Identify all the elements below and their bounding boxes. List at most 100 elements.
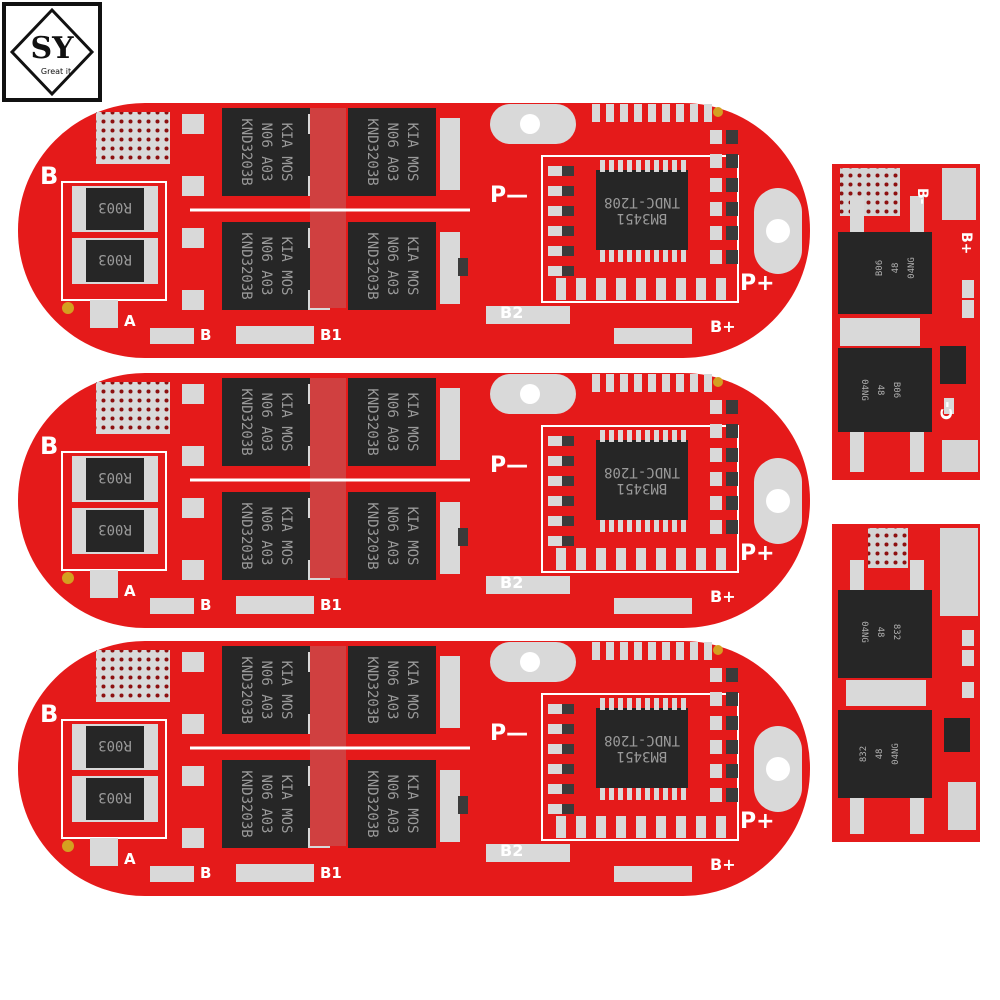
mosfet-chip [348,646,436,734]
mosfet-chip [222,222,310,310]
shunt-resistor [86,188,144,230]
label-b: B [40,700,58,728]
mosfet-marking: 48 [875,385,885,396]
mosfet-marking: B06 [875,260,885,276]
label-a: A [124,850,136,868]
mosfet-marking: 48 [891,263,901,274]
label-p-minus: P— [490,183,528,208]
mosfet-marking: KND3203B [238,388,254,455]
small-board-lower: 832 48 04NG 832 48 04NG [832,524,980,842]
mosfet-marking: KND3203B [364,388,380,455]
mosfet-marking: KND3203B [364,770,380,837]
protection-ic [596,440,688,520]
mosfet-chip [348,108,436,196]
mosfet-marking: 04NG [859,621,869,643]
shunt-resistor [86,458,144,500]
mosfet-chip [838,710,932,798]
mosfet-marking: KND3203B [238,118,254,185]
mosfet-chip [348,378,436,466]
protection-ic [596,708,688,788]
label-b2: B2 [500,573,523,592]
mosfet-marking: 48 [875,749,885,760]
label-b-bottom: B [200,596,211,614]
mosfet-marking: N06 A03 [258,774,274,833]
mosfet-marking: KIA MOS [278,122,294,181]
mosfet-chip [838,590,932,678]
mosfet-chip [348,760,436,848]
mosfet-chip [222,760,310,848]
ic-marking: TNDC-T208 [604,464,680,480]
mounting-hole [520,652,540,672]
label-b: B [40,432,58,460]
mosfet-marking: KIA MOS [404,506,420,565]
mosfet-marking: 04NG [859,379,869,401]
mosfet-marking: N06 A03 [384,392,400,451]
label-b-plus: B+ [710,317,736,336]
mosfet-marking: KIA MOS [278,660,294,719]
label-b1: B1 [320,326,342,344]
ic-marking: TNDC-T208 [604,194,680,210]
mosfet-marking: KIA MOS [278,392,294,451]
mosfet-marking: KND3203B [238,656,254,723]
label-b-minus: B- [914,188,930,205]
logo-monogram: SY [30,31,74,66]
mosfet-marking: N06 A03 [258,392,274,451]
resistor-marking: R003 [98,789,132,805]
mosfet-marking: N06 A03 [384,236,400,295]
label-b-bottom: B [200,326,211,344]
mosfet-marking: N06 A03 [258,660,274,719]
small-board-upper: B06 48 04NG B06 48 04NG B- B+ C- [832,164,980,480]
ic-marking: BM3451 [617,748,668,764]
ic-marking: BM3451 [617,210,668,226]
mosfet-marking: N06 A03 [384,122,400,181]
mosfet-chip [222,492,310,580]
mosfet-marking: 04NG [891,743,901,765]
mosfet-marking: KIA MOS [404,122,420,181]
label-b2: B2 [500,303,523,322]
mosfet-marking: KIA MOS [278,774,294,833]
mosfet-marking: N06 A03 [258,236,274,295]
label-p-minus: P— [490,453,528,478]
resistor-marking: R003 [98,199,132,215]
mounting-hole [520,114,540,134]
mosfet-marking: N06 A03 [384,506,400,565]
mosfet-marking: 48 [875,627,885,638]
label-p-plus: P+ [740,541,775,566]
resistor-marking: R003 [98,521,132,537]
resistor-marking: R003 [98,469,132,485]
label-b1: B1 [320,864,342,882]
mosfet-marking: KND3203B [238,770,254,837]
mosfet-marking: KND3203B [364,118,380,185]
mosfet-marking: KIA MOS [404,236,420,295]
resistor-marking: R003 [98,737,132,753]
label-b-plus: B+ [710,855,736,874]
label-a: A [124,312,136,330]
shunt-resistor [86,778,144,820]
mosfet-marking: 04NG [907,257,917,279]
mosfet-chip [222,378,310,466]
label-b-plus: B+ [958,232,974,254]
label-a: A [124,582,136,600]
mosfet-marking: KIA MOS [278,236,294,295]
mosfet-marking: N06 A03 [258,506,274,565]
label-c-minus: C- [937,401,956,420]
logo-tagline: Great it [41,67,71,76]
mosfet-chip [348,492,436,580]
shunt-resistor [86,726,144,768]
mosfet-marking: KIA MOS [404,774,420,833]
mosfet-marking: KND3203B [238,502,254,569]
mosfet-marking: KIA MOS [278,506,294,565]
shunt-resistor [86,240,144,282]
mosfet-marking: 832 [859,746,869,762]
mosfet-marking: 832 [891,624,901,640]
mosfet-marking: KND3203B [364,232,380,299]
brand-logo: SY Great it [2,2,102,102]
mounting-hole [766,489,790,513]
label-b2: B2 [500,841,523,860]
label-b1: B1 [320,596,342,614]
label-b-plus: B+ [710,587,736,606]
mosfet-marking: KIA MOS [404,660,420,719]
mounting-hole [766,219,790,243]
protection-ic [596,170,688,250]
